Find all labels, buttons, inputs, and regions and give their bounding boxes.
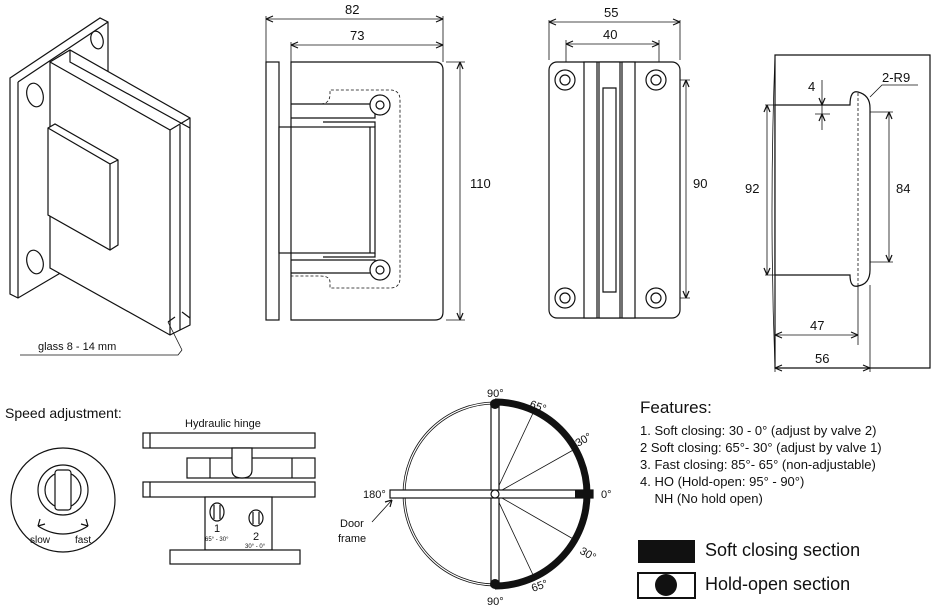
hinge-isometric-view: glass 8 - 14 mm xyxy=(9,17,191,356)
hinge-front-view: 55 40 90 xyxy=(548,5,707,319)
angle-30-lower: 30° xyxy=(578,545,598,564)
angle-90-top: 90° xyxy=(487,388,504,400)
soft-closing-swatch xyxy=(638,540,695,563)
valve-1-label: 1 xyxy=(214,523,220,535)
legend-soft-closing-label: Soft closing section xyxy=(705,540,861,560)
fast-label: fast xyxy=(75,535,91,546)
hydraulic-hinge-title: Hydraulic hinge xyxy=(185,418,261,430)
dim-side-height: 110 xyxy=(470,176,491,191)
angle-90-bottom: 90° xyxy=(487,596,504,608)
dim-side-width: 82 xyxy=(345,2,359,17)
dim-front-width: 55 xyxy=(604,5,618,20)
feature-item-3: 3. Fast closing: 85°- 65° (non-adjustabl… xyxy=(640,457,876,472)
angle-65-upper: 65° xyxy=(528,399,548,416)
valve-2-range: 30° - 0° xyxy=(245,544,266,550)
dim-cut-56: 56 xyxy=(815,351,829,366)
hydraulic-hinge-diagram: Hydraulic hinge 1 2 65° - 30° 30° - 0° xyxy=(142,418,316,565)
dim-cut-radius: 2-R9 xyxy=(882,70,910,85)
legend-hold-open-label: Hold-open section xyxy=(705,574,851,594)
door-frame-label-2: frame xyxy=(338,533,366,545)
dim-front-holes-vertical: 90 xyxy=(693,176,707,191)
valve-1-range: 65° - 30° xyxy=(205,537,229,543)
glass-cutout-view: 4 2-R9 92 84 47 56 xyxy=(745,54,931,372)
dim-cut-inner: 84 xyxy=(896,181,910,196)
dim-side-inner: 73 xyxy=(350,28,364,43)
dim-front-holes: 40 xyxy=(603,27,617,42)
valve-2-label: 2 xyxy=(253,531,259,543)
hold-open-dot xyxy=(655,574,677,596)
feature-item-4: 4. HO (Hold-open: 95° - 90°) xyxy=(640,474,805,489)
slow-label: slow xyxy=(30,535,51,546)
feature-item-5: NH (No hold open) xyxy=(640,491,763,506)
dim-cut-depth: 4 xyxy=(808,79,815,94)
features-title: Features: xyxy=(640,398,712,417)
angle-65-lower: 65° xyxy=(530,578,550,595)
angle-0-right: 0° xyxy=(601,489,612,501)
hinge-side-view: 82 73 110 xyxy=(265,2,491,321)
feature-item-2: 2 Soft closing: 65°- 30° (adjust by valv… xyxy=(640,440,882,455)
dim-cut-47: 47 xyxy=(810,318,824,333)
legend-graphics xyxy=(637,540,696,599)
speed-adjustment-diagram: Speed adjustment: slow fast xyxy=(5,405,122,553)
door-frame-label-1: Door xyxy=(340,518,364,530)
angle-180-left: 180° xyxy=(363,489,386,501)
glass-thickness-label: glass 8 - 14 mm xyxy=(38,341,116,353)
feature-item-1: 1. Soft closing: 30 - 0° (adjust by valv… xyxy=(640,423,877,438)
dim-cut-outer: 92 xyxy=(745,181,759,196)
speed-adjustment-title: Speed adjustment: xyxy=(5,405,122,421)
angle-diagram: 90° 65° 30° 0° 180° 30° 65° 90° Door fra… xyxy=(338,388,612,608)
